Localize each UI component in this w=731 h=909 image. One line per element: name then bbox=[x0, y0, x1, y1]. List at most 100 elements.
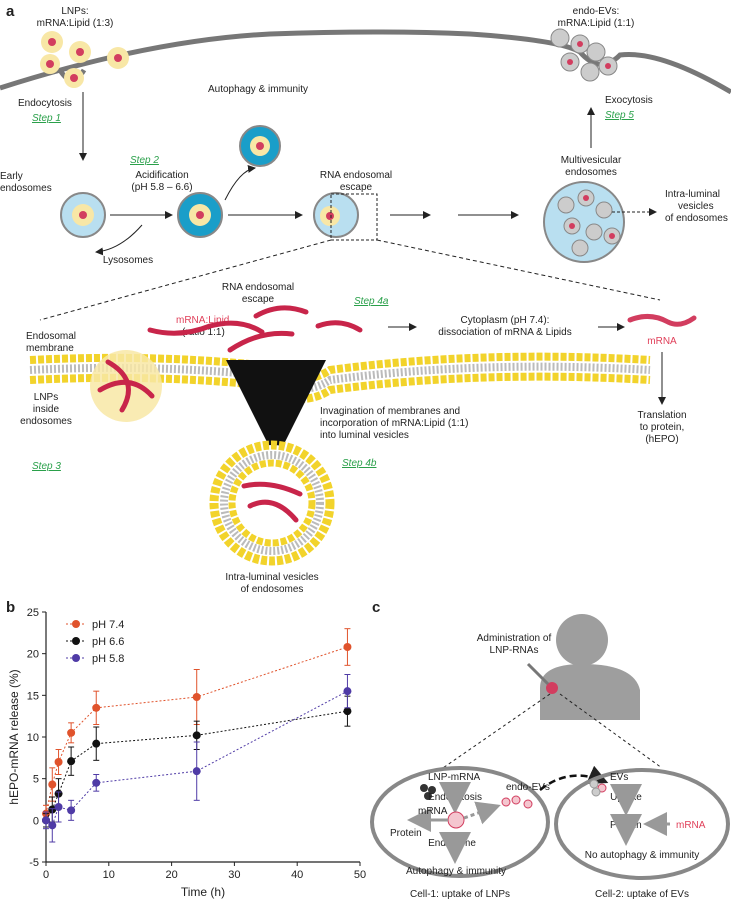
ratio-label: (ratio 1:1) bbox=[182, 327, 225, 338]
rna-escape-top-2: escape bbox=[340, 182, 373, 193]
zoom-line-right bbox=[376, 239, 661, 301]
panel-b-label: b bbox=[6, 599, 15, 616]
person-figure bbox=[526, 614, 640, 720]
step-4b-label: Step 4b bbox=[342, 458, 377, 469]
c-mrna2-label: mRNA bbox=[676, 820, 706, 831]
c-autophagy-label: Autophagy & immunity bbox=[406, 866, 506, 877]
cell-2 bbox=[554, 768, 730, 880]
c-endo-evs-label: endo-EVs bbox=[506, 782, 550, 793]
data-point bbox=[343, 707, 352, 716]
legend-marker bbox=[72, 637, 80, 645]
lnps-inside-1: LNPs bbox=[34, 392, 58, 403]
legend-label: pH 7.4 bbox=[92, 619, 124, 631]
endocytosis-label: Endocytosis bbox=[18, 98, 72, 109]
autophagy-label: Autophagy & immunity bbox=[208, 84, 308, 95]
c-endosome-label: Endosome bbox=[428, 838, 476, 849]
arrow-ev-transfer bbox=[539, 765, 609, 791]
translation-2: to protein, bbox=[640, 422, 684, 433]
step-5-label: Step 5 bbox=[605, 110, 634, 121]
data-point bbox=[54, 803, 63, 811]
exocytosis-label: Exocytosis bbox=[605, 95, 653, 106]
c-no-autophagy-label: No autophagy & immunity bbox=[585, 850, 700, 861]
x-tick-label: 50 bbox=[354, 869, 366, 881]
lnp-particles bbox=[40, 31, 129, 88]
step-3-label: Step 3 bbox=[32, 461, 61, 472]
cytoplasm-label-2: dissociation of mRNA & Lipids bbox=[438, 327, 571, 338]
x-tick-label: 10 bbox=[103, 869, 115, 881]
cytoplasm-label-1: Cytoplasm (pH 7.4): bbox=[461, 315, 550, 326]
data-point bbox=[92, 778, 101, 787]
lnps-title: LNPs: bbox=[61, 6, 88, 17]
legend-marker bbox=[72, 654, 80, 662]
luminal-vesicles bbox=[557, 189, 621, 257]
y-tick-label: -5 bbox=[29, 857, 39, 869]
lnp-mrna-label: LNP-mRNA bbox=[428, 772, 481, 783]
endo-evs-ratio: mRNA:Lipid (1:1) bbox=[558, 18, 635, 29]
data-point bbox=[92, 703, 101, 712]
data-point bbox=[192, 693, 201, 701]
data-point bbox=[42, 816, 50, 825]
acidification-ph: (pH 5.8 – 6.6) bbox=[131, 182, 192, 193]
luminal-vesicle-zoom bbox=[209, 440, 335, 566]
x-tick-label: 40 bbox=[291, 869, 303, 881]
data-point bbox=[92, 739, 101, 748]
administration-2: LNP-RNAs bbox=[490, 645, 539, 656]
early-endosomes-label-1: Early bbox=[0, 171, 23, 182]
zoom-line-left bbox=[39, 239, 332, 321]
cell-2-caption: Cell-2: uptake of EVs bbox=[595, 889, 689, 900]
data-point bbox=[343, 643, 352, 651]
y-tick-label: 5 bbox=[33, 774, 39, 786]
mrna-strands-zoom bbox=[97, 305, 363, 413]
y-tick-label: 10 bbox=[27, 732, 39, 744]
x-tick-label: 30 bbox=[228, 869, 240, 881]
data-point bbox=[192, 767, 201, 776]
data-point bbox=[54, 758, 63, 766]
y-tick-label: 25 bbox=[27, 607, 39, 619]
intraluminal-top-2: vesicles bbox=[678, 201, 714, 212]
c-uptake-label: Uptake bbox=[610, 792, 642, 803]
rna-escape-mid-2: escape bbox=[242, 294, 275, 305]
endo-ev-particles bbox=[550, 28, 618, 82]
lnps-inside-2: inside bbox=[33, 404, 60, 415]
c-endocytosis-label: Endocytosis bbox=[428, 792, 482, 803]
step-1-label: Step 1 bbox=[32, 113, 61, 124]
legend-label: pH 5.8 bbox=[92, 653, 124, 665]
y-tick-label: 0 bbox=[33, 815, 39, 827]
x-tick-label: 20 bbox=[165, 869, 177, 881]
data-point bbox=[192, 731, 201, 740]
free-mrna-strand bbox=[627, 314, 697, 327]
administration-1: Administration of bbox=[477, 633, 552, 644]
zoom-box bbox=[330, 193, 378, 241]
data-point bbox=[343, 687, 352, 696]
panel-c-label: c bbox=[372, 599, 380, 616]
lnps-ratio: mRNA:Lipid (1:3) bbox=[37, 18, 114, 29]
rna-escape-mid-1: RNA endosomal bbox=[222, 282, 294, 293]
step-2-label: Step 2 bbox=[130, 155, 159, 166]
lnps-inside-3: endosomes bbox=[20, 416, 72, 427]
data-point bbox=[67, 728, 76, 737]
early-endosomes-label-2: endosomes bbox=[0, 183, 52, 194]
c-evs-label: EVs bbox=[610, 772, 628, 783]
cell-1-caption: Cell-1: uptake of LNPs bbox=[410, 889, 510, 900]
x-axis-label: Time (h) bbox=[181, 885, 225, 899]
legend-label: pH 6.6 bbox=[92, 636, 124, 648]
x-tick-label: 0 bbox=[43, 869, 49, 881]
y-tick-label: 20 bbox=[27, 649, 39, 661]
cell-1 bbox=[370, 766, 550, 878]
intraluminal-bottom-1: Intra-luminal vesicles bbox=[225, 572, 318, 583]
invagination-3: into luminal vesicles bbox=[320, 430, 409, 441]
intraluminal-top-1: Intra-luminal bbox=[665, 189, 720, 200]
data-point bbox=[67, 806, 76, 815]
acidification-label: Acidification bbox=[135, 170, 188, 181]
invagination-2: incorporation of mRNA:Lipid (1:1) bbox=[320, 418, 468, 429]
arrow-to-autophagy bbox=[224, 164, 256, 201]
data-point bbox=[48, 780, 57, 789]
y-axis-label: hEPO-mRNA release (%) bbox=[7, 669, 21, 804]
mrna-lipid-label: mRNA:Lipid bbox=[176, 315, 229, 326]
c-protein2-label: Protein bbox=[610, 820, 642, 831]
rna-escape-top-1: RNA endosomal bbox=[320, 170, 392, 181]
intraluminal-bottom-2: of endosomes bbox=[241, 584, 304, 595]
legend-marker bbox=[72, 620, 80, 628]
multivesicular-label-2: endosomes bbox=[565, 167, 617, 178]
